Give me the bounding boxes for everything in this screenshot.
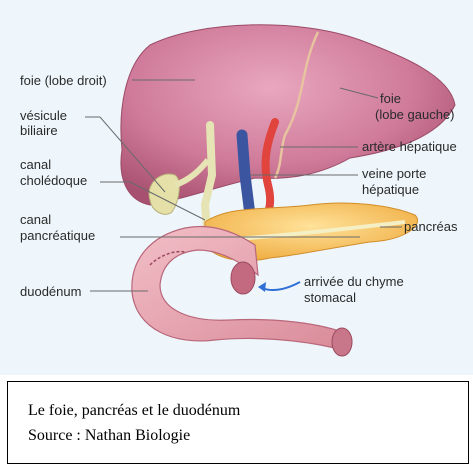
label-gallbladder-1: vésicule <box>20 108 67 123</box>
label-pancreatic-duct-1: canal <box>20 212 51 227</box>
label-bile-duct-2: cholédoque <box>20 173 87 188</box>
label-liver-right: foie (lobe droit) <box>20 73 107 88</box>
label-hepatic-artery: artère hépatique <box>362 139 457 154</box>
duodenum-opening <box>231 262 255 294</box>
label-bile-duct-1: canal <box>20 157 51 172</box>
label-portal-vein-2: hépatique <box>362 182 419 197</box>
caption-source: Source : Nathan Biologie <box>28 427 190 445</box>
label-pancreatic-duct-2: pancréatique <box>20 228 95 243</box>
anatomy-figure: foie (lobe droit) vésicule biliaire cana… <box>0 0 473 375</box>
label-pancreas: pancréas <box>404 219 457 234</box>
label-portal-vein-1: veine porte <box>362 166 426 181</box>
label-gallbladder-2: biliaire <box>20 123 58 138</box>
chyme-arrowhead <box>258 282 266 292</box>
chyme-arrow <box>262 282 300 290</box>
label-duodenum: duodénum <box>20 284 81 299</box>
label-liver-left-2: (lobe gauche) <box>375 107 455 122</box>
label-liver-left-1: foie <box>380 91 401 106</box>
duodenum-end <box>332 328 352 356</box>
label-chyme-2: stomacal <box>304 290 356 305</box>
label-chyme-1: arrivée du chyme <box>304 274 404 289</box>
caption-box: Le foie, pancréas et le duodénum Source … <box>7 381 469 464</box>
caption-title: Le foie, pancréas et le duodénum <box>28 402 240 420</box>
